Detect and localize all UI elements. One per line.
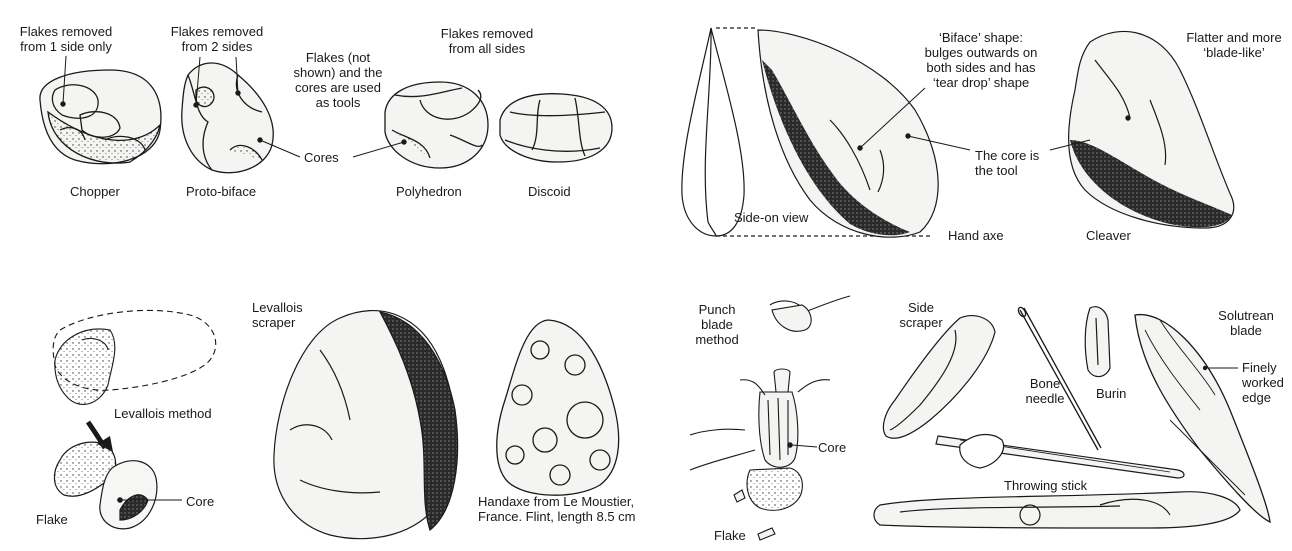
discoid-drawing [500,94,612,162]
proto-biface-drawing [182,63,274,173]
label-hand-axe: Hand axe [948,228,1004,243]
label-flakes-two-sides: Flakes removed from 2 sides [162,24,272,54]
label-flakes-all-sides: Flakes removed from all sides [432,26,542,56]
label-levallois-scraper: Levallois scraper [252,300,303,330]
label-solutrean-blade: Solutrean blade [1206,308,1286,338]
label-biface-shape: ‘Biface’ shape: bulges outwards on both … [906,30,1056,90]
burin-drawing [1085,307,1110,377]
label-burin: Burin [1096,386,1126,401]
cleaver-drawing [1069,31,1234,228]
label-throwing-stick: Throwing stick [1004,478,1087,493]
label-handaxe-caption: Handaxe from Le Moustier, France. Flint,… [478,494,636,524]
chopper-drawing [40,70,161,164]
handaxe-le-moustier-drawing [497,320,619,495]
label-chopper: Chopper [70,184,120,199]
levallois-core-upper [53,310,216,404]
label-finely-worked-edge: Finely worked edge [1242,360,1284,405]
label-polyhedron: Polyhedron [396,184,462,199]
label-core-levallois: Core [186,494,214,509]
label-discoid: Discoid [528,184,571,199]
label-cleaver: Cleaver [1086,228,1131,243]
label-bone-needle: Bone needle [1020,376,1070,406]
label-punch-blade-method: Punch blade method [684,302,750,347]
label-flakes-one-side: Flakes removed from 1 side only [6,24,126,54]
levallois-core-lower [54,442,160,529]
label-flake-levallois: Flake [36,512,68,527]
side-scraper-drawing [883,316,995,439]
levallois-scraper-drawing [274,311,458,539]
label-side-on-view: Side-on view [734,210,808,225]
label-core-is-tool: The core is the tool [975,148,1039,178]
label-levallois-method: Levallois method [114,406,212,421]
polyhedron-drawing [385,82,488,168]
label-flatter-blade-like: Flatter and more ‘blade-like’ [1172,30,1292,60]
label-proto-biface: Proto-biface [186,184,256,199]
label-side-scraper: Side scraper [896,300,946,330]
label-flakes-used-as-tools: Flakes (not shown) and the cores are use… [286,50,390,110]
label-flake-punch: Flake [714,528,746,543]
label-core-punch: Core [818,440,846,455]
solutrean-blade-drawing [1135,315,1270,522]
label-cores: Cores [304,150,339,165]
